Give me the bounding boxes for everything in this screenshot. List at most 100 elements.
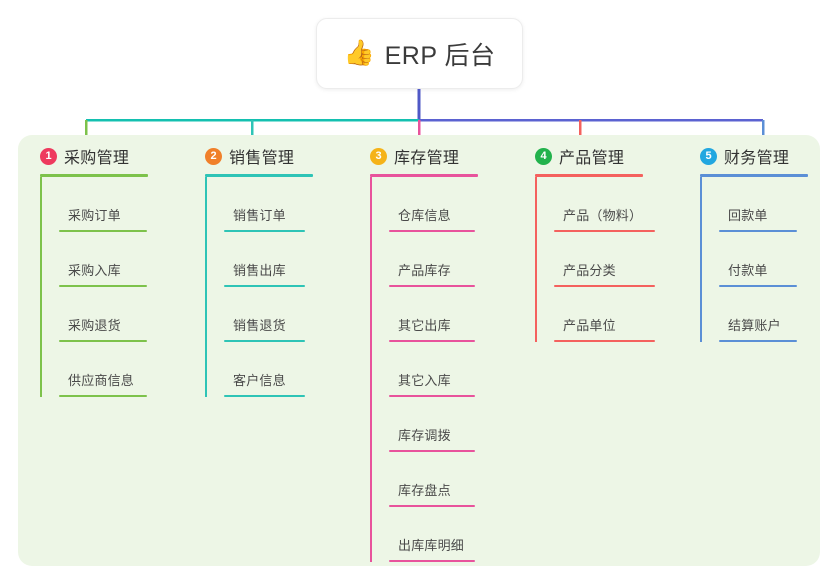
leaf-node[interactable]: 其它入库 [389,342,478,397]
leaf-label: 采购入库 [68,263,121,278]
leaf-node[interactable]: 其它出库 [389,287,478,342]
leaf-node[interactable]: 销售订单 [224,177,313,232]
branch-column-5: 5 财务管理回款单付款单结算账户 [700,144,808,342]
leaf-node[interactable]: 销售退货 [224,287,313,342]
branch-badge-1: 1 [40,147,57,165]
leaf-node[interactable]: 出库库明细 [389,507,478,562]
leaf-rule [719,230,797,232]
branch-column-3: 3 库存管理仓库信息产品库存其它出库其它入库库存调拨库存盘点出库库明细 [370,144,478,562]
branch-header-5[interactable]: 5 财务管理 [700,144,808,168]
leaf-node[interactable]: 付款单 [719,232,808,287]
leaf-label: 付款单 [728,263,768,278]
branch-spine-4 [535,177,537,342]
leaf-node[interactable]: 客户信息 [224,342,313,397]
leaf-rule [554,340,655,342]
branch-leaves-4: 产品（物料） 产品分类产品单位 [535,177,655,342]
leaf-label: 出库库明细 [398,538,465,553]
branch-leaves-2: 销售订单销售出库销售退货客户信息 [205,177,313,397]
leaf-node[interactable]: 结算账户 [719,287,808,342]
branch-title-2: 销售管理 [229,150,295,167]
leaf-label: 其它入库 [398,373,451,388]
leaf-label: 仓库信息 [398,208,451,223]
leaf-node[interactable]: 仓库信息 [389,177,478,232]
branch-column-4: 4 产品管理产品（物料） 产品分类产品单位 [535,144,655,342]
leaf-label: 产品（物料） [563,208,643,223]
branch-title-4: 产品管理 [559,150,625,167]
leaf-rule [224,230,305,232]
leaf-node[interactable]: 采购订单 [59,177,148,232]
leaf-node[interactable]: 产品分类 [554,232,655,287]
leaf-label: 销售订单 [233,208,286,223]
branch-badge-2: 2 [205,147,222,165]
branch-rule-5 [700,174,808,177]
branch-spine-1 [40,177,42,397]
leaf-node[interactable]: 库存盘点 [389,452,478,507]
branch-rule-1 [40,174,148,177]
leaf-node[interactable]: 产品（物料） [554,177,655,232]
leaf-rule [719,285,797,287]
branch-title-3: 库存管理 [394,150,460,167]
leaf-node[interactable]: 销售出库 [224,232,313,287]
branch-header-4[interactable]: 4 产品管理 [535,144,643,168]
branch-title-5: 财务管理 [724,150,790,167]
leaf-label: 产品分类 [563,263,616,278]
leaf-rule [389,340,475,342]
thumbs-up-icon: 👍 [343,39,375,67]
leaf-rule [554,285,655,287]
leaf-label: 回款单 [728,208,768,223]
leaf-label: 供应商信息 [68,373,135,388]
leaf-label: 结算账户 [728,318,781,333]
leaf-rule [389,450,475,452]
leaf-label: 产品单位 [563,318,616,333]
branch-header-3[interactable]: 3 库存管理 [370,144,478,168]
branch-spine-3 [370,177,372,562]
leaf-node[interactable]: 回款单 [719,177,808,232]
leaf-rule [224,395,305,397]
branch-title-1: 采购管理 [64,150,130,167]
leaf-label: 库存盘点 [398,483,451,498]
leaf-rule [389,560,475,562]
branch-leaves-3: 仓库信息产品库存其它出库其它入库库存调拨库存盘点出库库明细 [370,177,478,562]
leaf-rule [389,285,475,287]
leaf-node[interactable]: 产品库存 [389,232,478,287]
branch-rule-3 [370,174,478,177]
leaf-node[interactable]: 产品单位 [554,287,655,342]
branch-rule-4 [535,174,643,177]
branch-badge-5: 5 [700,147,717,165]
branch-column-2: 2 销售管理销售订单销售出库销售退货客户信息 [205,144,313,397]
leaf-rule [224,285,305,287]
leaf-rule [554,230,655,232]
leaf-rule [224,340,305,342]
leaf-label: 采购订单 [68,208,121,223]
branch-spine-5 [700,177,702,342]
branch-rule-2 [205,174,313,177]
leaf-rule [59,230,147,232]
branch-leaves-1: 采购订单采购入库采购退货供应商信息 [40,177,148,397]
branch-badge-3: 3 [370,147,387,165]
root-node[interactable]: 👍 ERP 后台 [316,18,523,89]
leaf-node[interactable]: 库存调拨 [389,397,478,452]
leaf-node[interactable]: 供应商信息 [59,342,148,397]
leaf-node[interactable]: 采购入库 [59,232,148,287]
leaf-label: 其它出库 [398,318,451,333]
branch-column-1: 1 采购管理采购订单采购入库采购退货供应商信息 [40,144,148,397]
leaf-rule [389,230,475,232]
branch-leaves-5: 回款单付款单结算账户 [700,177,808,342]
leaf-node[interactable]: 采购退货 [59,287,148,342]
leaf-label: 采购退货 [68,318,121,333]
leaf-rule [59,285,147,287]
leaf-label: 客户信息 [233,373,286,388]
root-title: ERP 后台 [384,41,496,70]
leaf-label: 库存调拨 [398,428,451,443]
leaf-rule [389,395,475,397]
branch-spine-2 [205,177,207,397]
branch-badge-4: 4 [535,147,552,165]
branch-header-2[interactable]: 2 销售管理 [205,144,313,168]
branches-panel [18,135,820,566]
leaf-label: 销售退货 [233,318,286,333]
branch-header-1[interactable]: 1 采购管理 [40,144,148,168]
leaf-rule [719,340,797,342]
leaf-label: 产品库存 [398,263,451,278]
leaf-rule [59,340,147,342]
